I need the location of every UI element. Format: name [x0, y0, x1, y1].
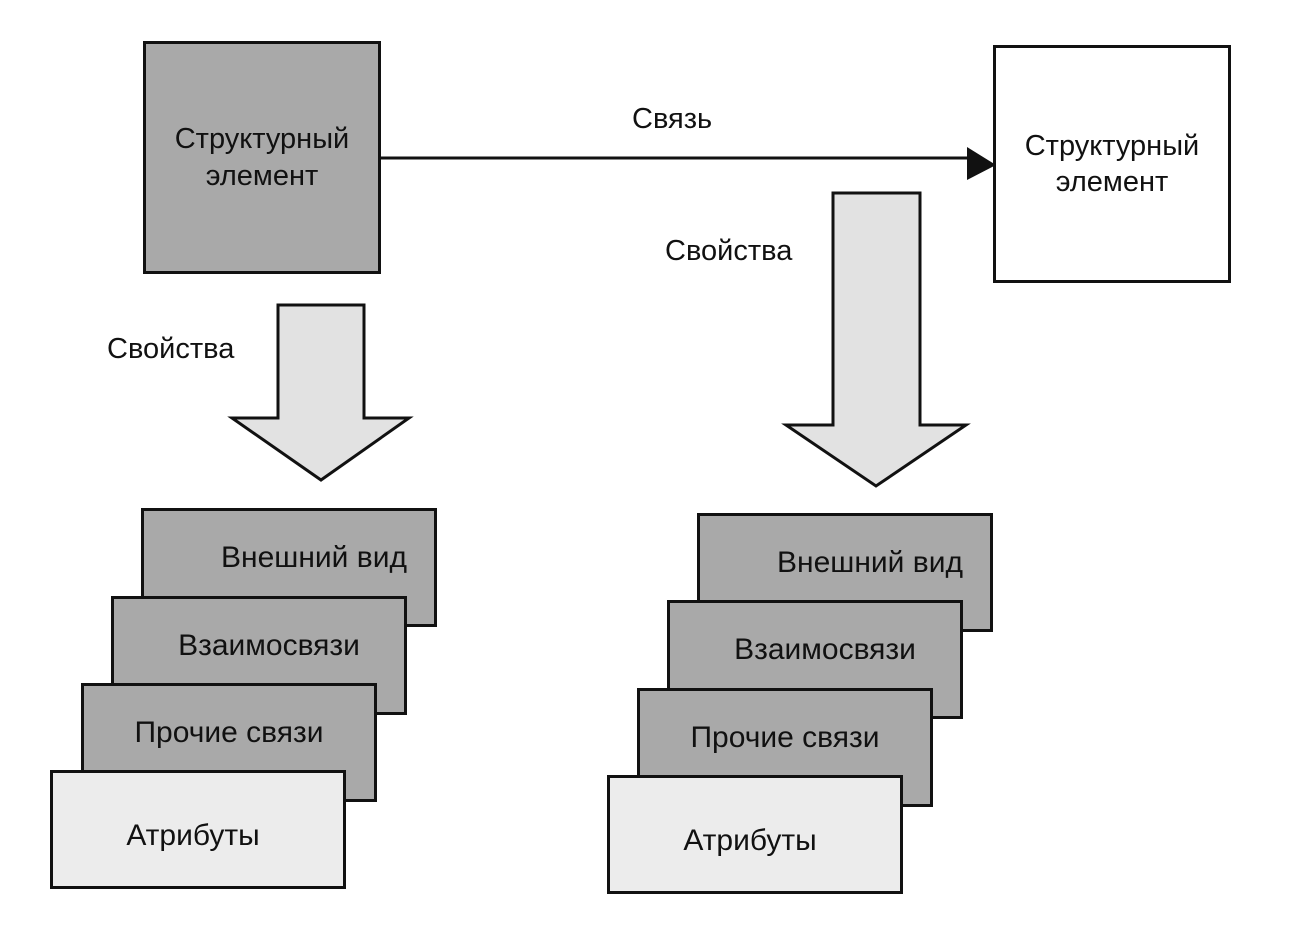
properties-label-left: Свойства	[107, 333, 235, 365]
source-element-line2: элемент	[205, 159, 319, 192]
right-card-relationships-label: Взаимосвязи	[734, 633, 916, 666]
target-structural-element: Структурный элемент	[993, 45, 1231, 283]
target-element-line1: Структурный	[1024, 129, 1200, 162]
right-card-attributes-label: Атрибуты	[683, 824, 817, 857]
properties-label-right: Свойства	[665, 235, 793, 267]
right-card-appearance-label: Внешний вид	[777, 546, 963, 579]
left-card-appearance-label: Внешний вид	[221, 541, 407, 574]
properties-arrow-left	[227, 303, 414, 482]
source-element-line1: Структурный	[174, 123, 350, 156]
left-card-relationships-label: Взаимосвязи	[178, 629, 360, 662]
left-card-attributes: Атрибуты	[50, 770, 346, 889]
source-structural-element: Структурный элемент	[143, 41, 381, 274]
properties-arrow-right	[781, 191, 971, 488]
right-card-other-links-label: Прочие связи	[690, 721, 880, 754]
relation-arrowhead	[967, 147, 996, 180]
right-card-attributes: Атрибуты	[607, 775, 903, 894]
left-card-other-links-label: Прочие связи	[134, 716, 324, 749]
target-element-line2: элемент	[1055, 166, 1169, 198]
relation-label: Связь	[632, 103, 713, 135]
left-card-attributes-label: Атрибуты	[126, 819, 260, 852]
